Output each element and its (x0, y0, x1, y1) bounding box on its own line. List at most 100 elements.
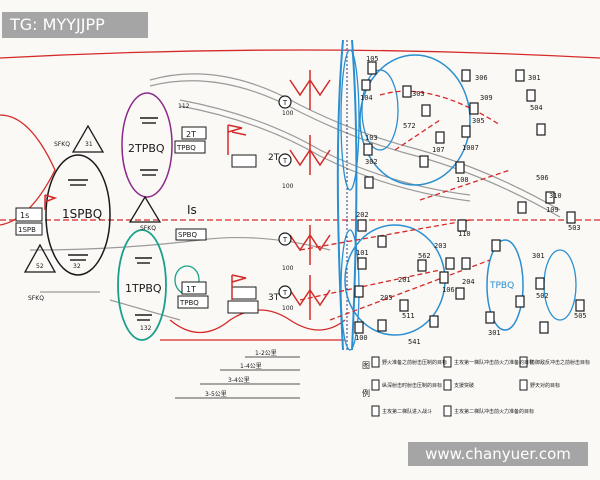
label-mid-3t: 3T (268, 293, 280, 303)
label-box-tpbq-a: TPBQ (176, 144, 196, 152)
legend-item-6: 支援突破 (454, 382, 474, 389)
label-sfkq-b: SFKQ (28, 295, 44, 302)
area-far-right (543, 249, 577, 321)
obj-label: 301 (528, 74, 541, 82)
triangle-52 (23, 243, 57, 273)
distance-label-1: 1-2公里 (255, 350, 277, 357)
obj-label: 203 (434, 242, 447, 250)
label-2tpbq: 2TPBQ (128, 142, 165, 155)
svg-text:T: T (282, 157, 288, 165)
obj-label: 502 (536, 292, 549, 300)
area-right-tpbq (486, 239, 524, 331)
legend: 图 例 野火准备之前射击压制的目标 主攻第一梯队冲击前火力准备的目标 防御敌反冲… (360, 350, 600, 425)
label-tag-100d: 100 (282, 305, 294, 312)
label-tag-32: 32 (73, 263, 81, 270)
obj-label: 310 (549, 192, 562, 200)
distance-scale (175, 356, 300, 399)
obj-label: 306 (475, 74, 488, 82)
obj-label: 108 (456, 176, 469, 184)
label-mid-2t: 2T (268, 153, 280, 163)
front-line-top (0, 49, 600, 59)
unit-areas (45, 49, 577, 351)
obj-label: 301 (532, 252, 545, 260)
label-1spbq: 1SPBQ (62, 207, 102, 221)
svg-text:T: T (282, 289, 288, 297)
unit-formations (68, 117, 158, 321)
area-north-inner (361, 69, 399, 151)
attack-arrows (299, 90, 511, 321)
obj-label: 503 (568, 224, 581, 232)
label-tag-100b: 100 (282, 183, 294, 190)
svg-text:T: T (282, 236, 288, 244)
label-1tpbq: 1TPBQ (125, 282, 162, 295)
legend-item-3: 防御敌反冲击之前射击目标 (530, 359, 590, 366)
box-1t-right (231, 286, 257, 300)
triangle-markers (23, 124, 162, 273)
area-1spbq (45, 154, 111, 276)
svg-text:T: T (282, 99, 288, 107)
front-lines (0, 49, 600, 341)
label-right-tpbq: TPBQ (489, 281, 514, 291)
road-southwest (40, 291, 181, 321)
box-1spb (15, 222, 43, 236)
roads (29, 73, 561, 321)
label-tag-100a: 100 (282, 110, 294, 117)
obj-label: 103 (365, 134, 378, 142)
obj-label: 100 (355, 334, 368, 342)
label-tag-132: 132 (140, 325, 152, 332)
box-1t (181, 281, 207, 295)
triangle-31 (71, 124, 105, 153)
obj-label: 101 (356, 249, 369, 257)
objective-number-labels: 105 104 303 306 301 309 504 572 107 1007… (355, 55, 587, 346)
box-tpbq-upper (231, 154, 257, 168)
obj-label: 305 (472, 117, 485, 125)
label-box-1spb: 1SPB (18, 226, 36, 234)
distance-label-2: 1-4公里 (240, 363, 262, 370)
area-north-cluster (359, 54, 471, 186)
legend-title-bottom: 例 (362, 388, 370, 398)
watermark-top: TG: MYYJJPP (2, 12, 148, 38)
axis-line-right (351, 39, 358, 351)
obj-label: 302 (365, 158, 378, 166)
watermark-bottom: www.chanyuer.com (408, 442, 588, 466)
label-sfkq-a: SFKQ (54, 141, 70, 148)
circle-markers (278, 95, 292, 299)
road-mid-edge (179, 105, 471, 202)
road-north-edge (149, 80, 561, 218)
obj-label: 511 (402, 312, 415, 320)
box-spbq (175, 228, 207, 241)
label-tag-100c: 100 (282, 265, 294, 272)
label-tag-112: 112 (178, 103, 190, 110)
obj-label: 1007 (462, 144, 479, 152)
label-tag-52: 52 (36, 263, 44, 270)
obj-label: 107 (432, 146, 445, 154)
area-axis-north (340, 49, 360, 191)
obj-label: 562 (418, 252, 431, 260)
obj-label: 505 (574, 312, 587, 320)
legend-item-5: 纵深射击时射击压制的目标 (382, 382, 442, 389)
label-box-spbq: SPBQ (178, 231, 197, 239)
area-2tpbq (121, 92, 173, 198)
triangle-sfkq (128, 195, 162, 223)
legend-item-8: 主攻第二梯队进入战斗 (382, 408, 432, 415)
label-box-1s: 1s (20, 211, 29, 220)
distance-labels: 1-2公里 1-4公里 3-4公里 3-5公里 (205, 350, 277, 398)
unit-boxes (15, 126, 259, 314)
box-tpbq-b (177, 295, 209, 309)
unit-labels: 1SPBQ 2TPBQ 1TPBQ TPBQ 1s 1SPB 2T TPBQ 1… (18, 103, 514, 332)
obj-label: 309 (480, 94, 493, 102)
legend-title-top: 图 (362, 361, 370, 370)
box-2t (181, 126, 207, 140)
obj-label: 204 (462, 278, 475, 286)
distance-label-3: 3-4公里 (228, 377, 250, 384)
area-1tpbq (117, 229, 167, 341)
legend-item-1: 野火准备之前射击压制的目标 (382, 359, 447, 366)
legend-item-2: 主攻第一梯队冲击前火力准备的目标 (454, 359, 534, 366)
box-tpbq-a (174, 140, 206, 154)
distance-label-4: 3-5公里 (205, 391, 227, 398)
label-mid-1s: Is (187, 203, 197, 217)
obj-label: 106 (442, 286, 455, 294)
box-tpbq-right (227, 300, 259, 314)
